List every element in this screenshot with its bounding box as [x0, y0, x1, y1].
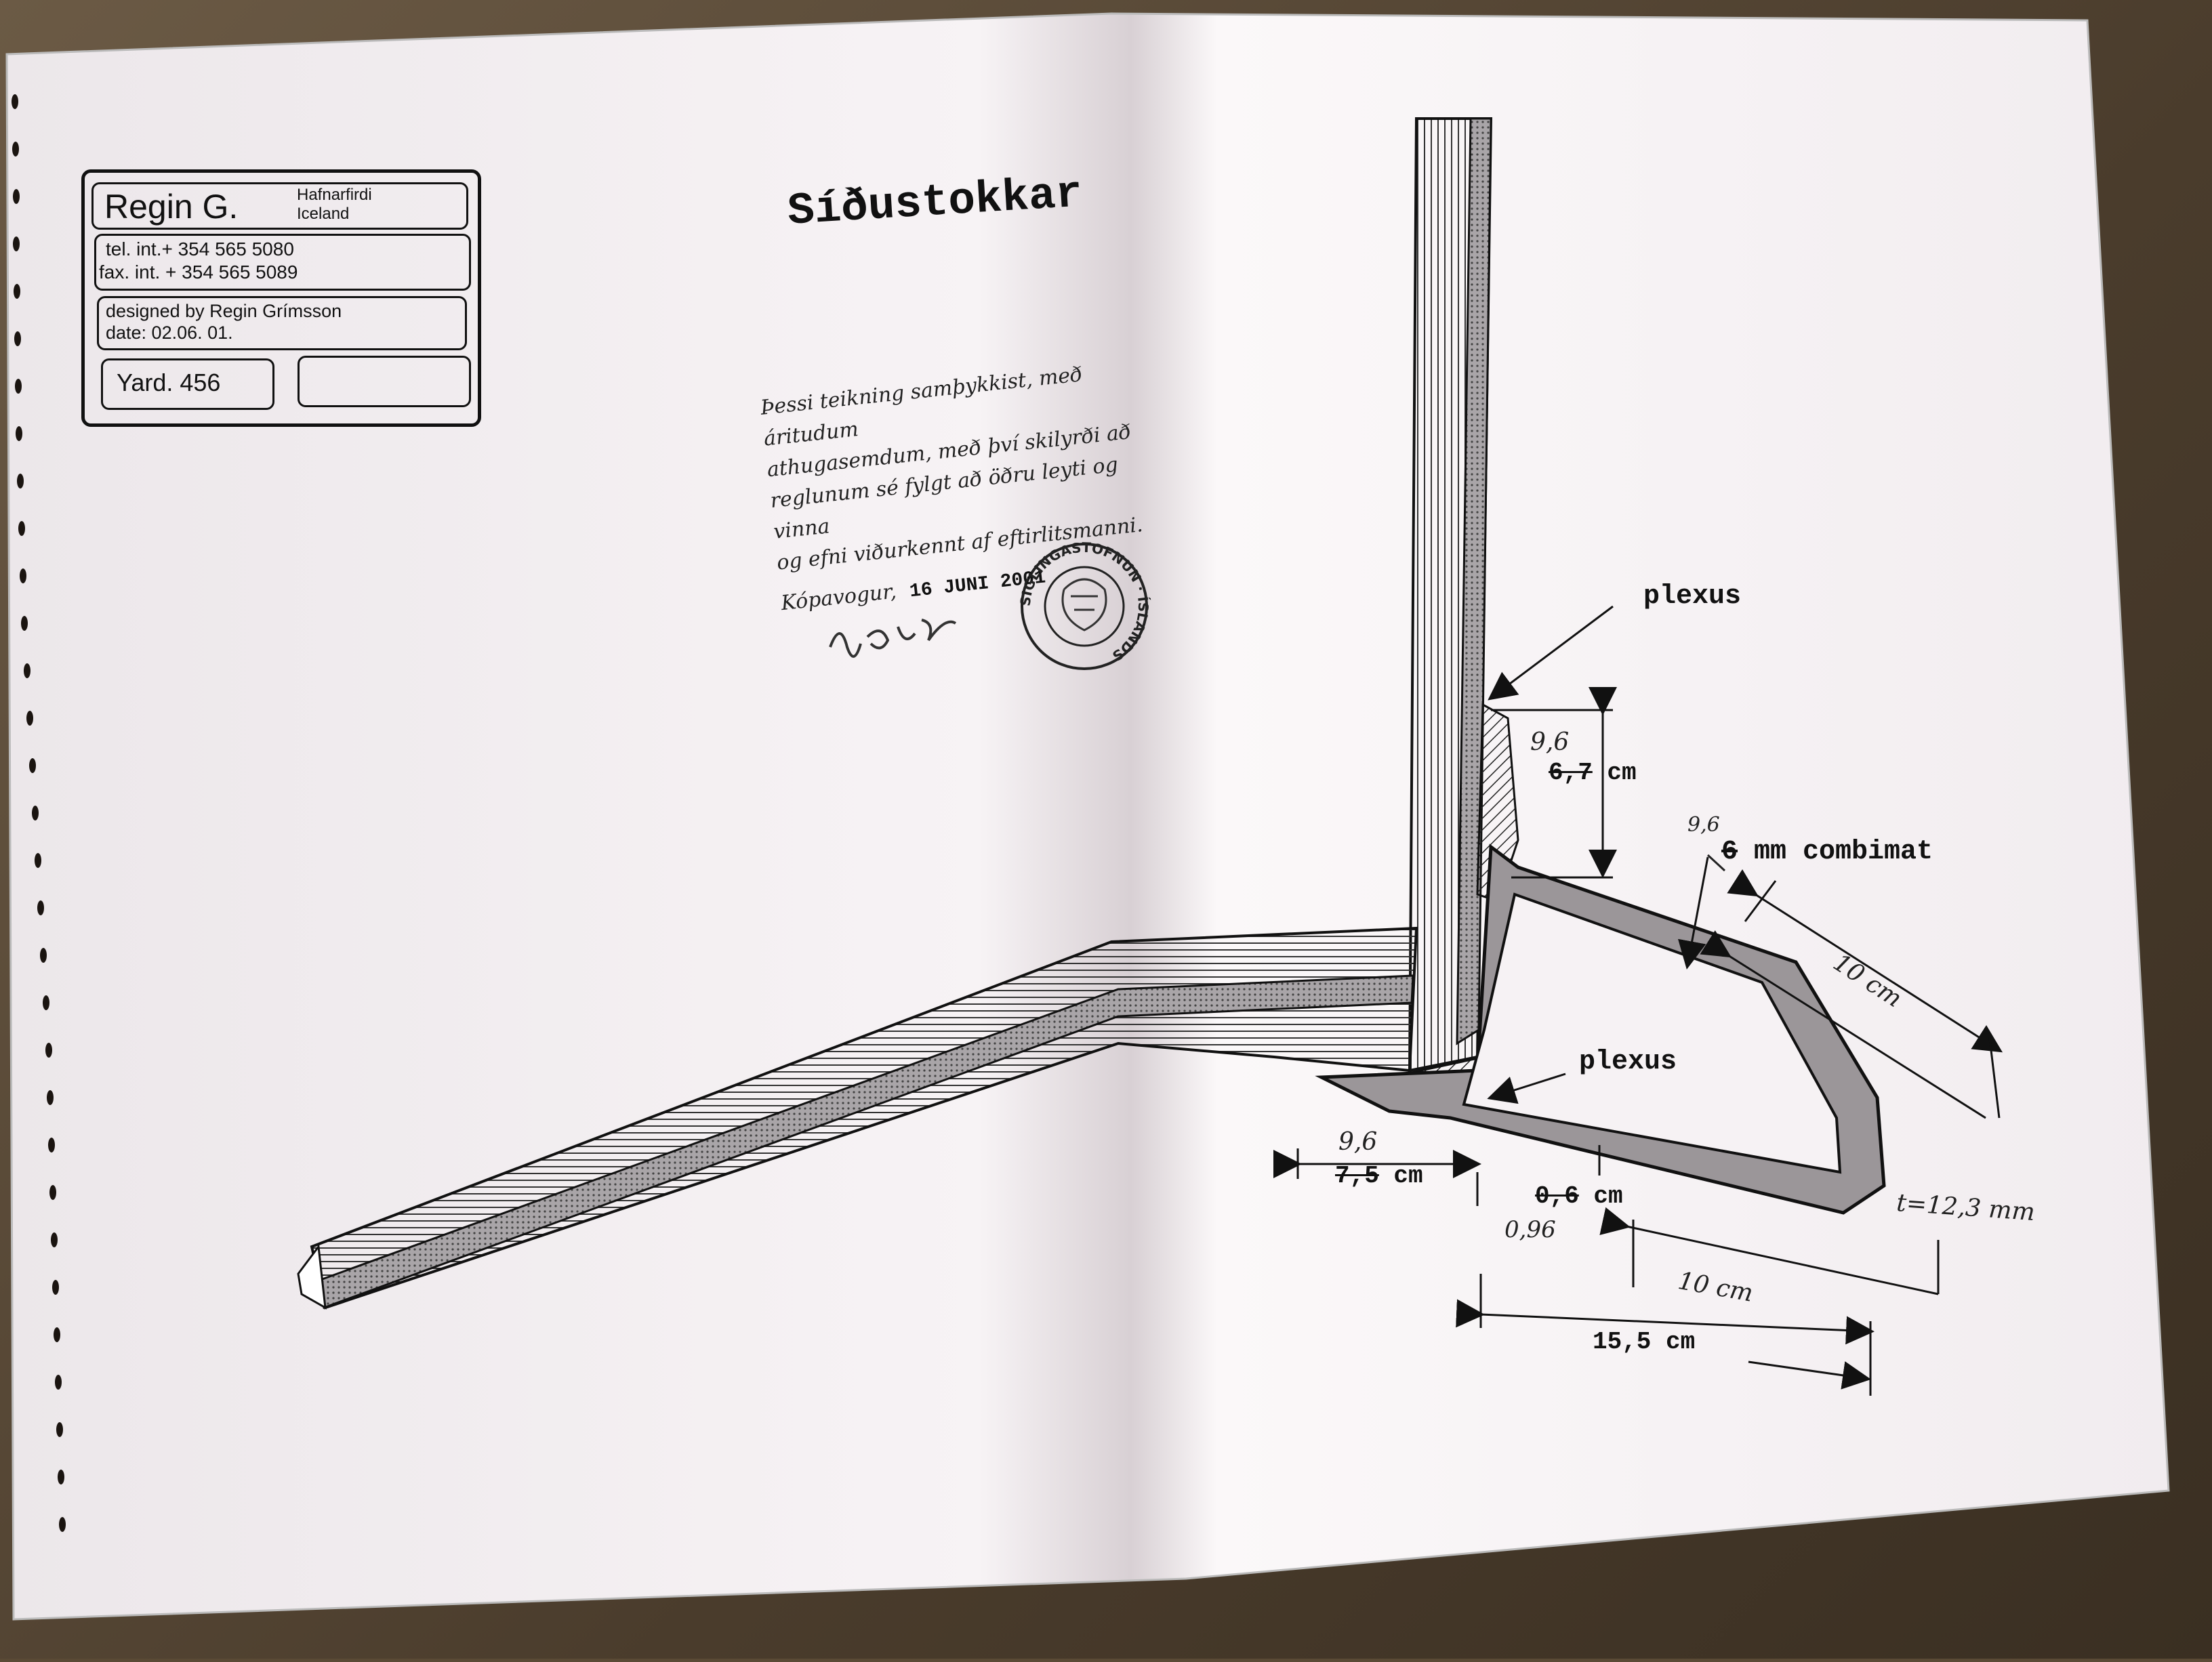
leader-plexus-bottom	[1487, 1073, 1566, 1104]
company-country: Iceland	[297, 205, 350, 223]
vertical-plate	[1408, 117, 1493, 1073]
dim-height-unit: cm	[1592, 759, 1637, 787]
dim-height: 6,7 cm	[1549, 759, 1637, 787]
title-block: Regin G. Hafnarfirdi Iceland tel. int.+ …	[81, 169, 481, 427]
hand-height: 9,6	[1530, 728, 1570, 756]
dim-height-old: 6,7	[1549, 759, 1593, 787]
design-date: date: 02.06. 01.	[106, 323, 233, 343]
company-name: Regin G.	[104, 188, 239, 226]
empty-box	[298, 356, 471, 407]
phone-number: tel. int.+ 354 565 5080	[106, 238, 294, 259]
correction-marks	[1706, 854, 1726, 872]
stamp-lettering: SIGLINGASTOFNUN · ÍSLANDS	[1017, 539, 1151, 665]
fax-number: fax. int. + 354 565 5089	[99, 262, 298, 283]
inspection-stamp	[1021, 543, 1148, 670]
dim-gap: 0,6 cm	[1535, 1182, 1623, 1210]
company-box: Regin G. Hafnarfirdi Iceland	[91, 182, 468, 230]
dimension-height	[1491, 687, 1617, 879]
svg-text:SIGLINGASTOFNUN · ÍSLANDS: SIGLINGASTOFNUN · ÍSLANDS	[1017, 539, 1151, 665]
dim-bottom: 15,5 cm	[1593, 1328, 1696, 1356]
hand-gap: 0,96	[1504, 1216, 1556, 1243]
dim-left-unit: cm	[1378, 1162, 1423, 1190]
company-city: Hafnarfirdi	[297, 186, 372, 204]
contact-box: tel. int.+ 354 565 5080 fax. int. + 354 …	[94, 234, 471, 291]
combimat-old-thickness: 6	[1721, 837, 1738, 867]
dim-gap-unit: cm	[1578, 1182, 1623, 1210]
leader-combimat	[1677, 856, 1709, 970]
callout-combimat: 6 mm combimat	[1721, 837, 1933, 867]
dim-left-old: 7,5	[1335, 1162, 1379, 1190]
designer-name: designed by Regin Grímsson	[106, 301, 342, 321]
perforation-holes	[12, 94, 66, 1532]
combimat-label: mm combimat	[1738, 837, 1933, 867]
dimension-diagonal	[1700, 869, 2003, 1119]
deck-laminate	[297, 926, 1418, 1310]
dim-left: 7,5 cm	[1335, 1162, 1423, 1190]
yard-box: Yard. 456	[101, 358, 274, 410]
hand-left: 9,6	[1338, 1128, 1378, 1156]
yard-number: Yard. 456	[117, 369, 221, 396]
signature	[829, 619, 957, 658]
designer-box: designed by Regin Grímsson date: 02.06. …	[97, 296, 467, 350]
dimension-bottom	[1273, 1145, 1940, 1396]
callout-plexus-top: plexus	[1643, 581, 1742, 612]
leader-plexus-top	[1488, 605, 1614, 701]
dim-gap-old: 0,6	[1535, 1182, 1579, 1210]
approval-place: Kópavogur,	[779, 579, 898, 616]
callout-plexus-bottom: plexus	[1579, 1047, 1677, 1077]
hand-combimat: 9,6	[1687, 813, 1720, 837]
